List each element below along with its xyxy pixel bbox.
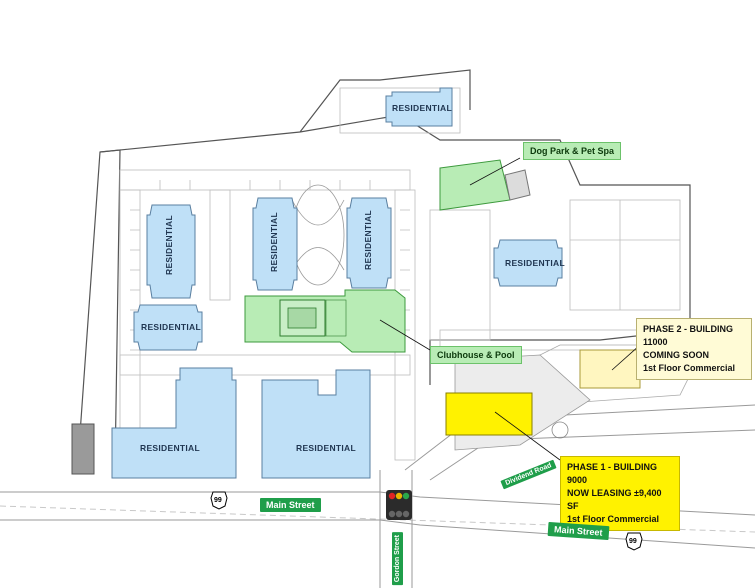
main-street-sign-west: Main Street — [260, 498, 321, 512]
residential-building-east — [346, 197, 392, 289]
clubhouse-pool — [244, 289, 406, 353]
route-number-west: 99 — [214, 497, 222, 504]
residential-building-south — [261, 369, 371, 479]
site-boundary — [77, 69, 691, 471]
clubhouse-callout: Clubhouse & Pool — [430, 346, 522, 364]
phase1-title: PHASE 1 - BUILDING 9000 — [567, 462, 658, 485]
phase1-status: NOW LEASING ±9,400 SF — [567, 488, 662, 511]
residential-building-southwest — [111, 367, 237, 479]
residential-buildings — [111, 87, 563, 479]
phase1-building — [445, 354, 591, 451]
residential-building-west-2 — [133, 304, 203, 351]
phase1-callout: PHASE 1 - BUILDING 9000 NOW LEASING ±9,4… — [560, 456, 680, 531]
residential-label-north: RESIDENTIAL — [392, 103, 452, 113]
gordon-street-sign: Gordon Street — [392, 532, 403, 586]
residential-building-west-1 — [146, 204, 196, 299]
callout-leaders — [379, 157, 641, 461]
phase2-title: PHASE 2 - BUILDING 11000 — [643, 324, 734, 347]
residential-label-center: RESIDENTIAL — [269, 212, 279, 272]
traffic-light-icon — [386, 490, 412, 520]
residential-building-mid-east — [493, 239, 563, 287]
residential-label-south: RESIDENTIAL — [296, 443, 356, 453]
residential-label-southwest: RESIDENTIAL — [140, 443, 200, 453]
phase1-use: 1st Floor Commercial — [567, 514, 660, 524]
residential-building-north — [385, 87, 453, 127]
dog-park — [439, 159, 531, 211]
dog-park-callout: Dog Park & Pet Spa — [523, 142, 622, 160]
route-shield-icon-west — [210, 491, 228, 510]
phase2-use: 1st Floor Commercial — [643, 363, 736, 373]
route-shield-icon-east — [625, 532, 643, 551]
residential-label-west-1: RESIDENTIAL — [164, 215, 174, 275]
walking-paths — [291, 184, 345, 286]
storage-area — [71, 423, 95, 475]
residential-label-mid-east: RESIDENTIAL — [505, 258, 565, 268]
residential-building-center — [252, 197, 298, 291]
residential-label-east: RESIDENTIAL — [363, 210, 373, 270]
phase2-status: COMING SOON — [643, 350, 710, 360]
phase2-callout: PHASE 2 - BUILDING 11000 COMING SOON 1st… — [636, 318, 752, 380]
residential-label-west-2: RESIDENTIAL — [141, 322, 201, 332]
route-number-east: 99 — [629, 538, 637, 545]
